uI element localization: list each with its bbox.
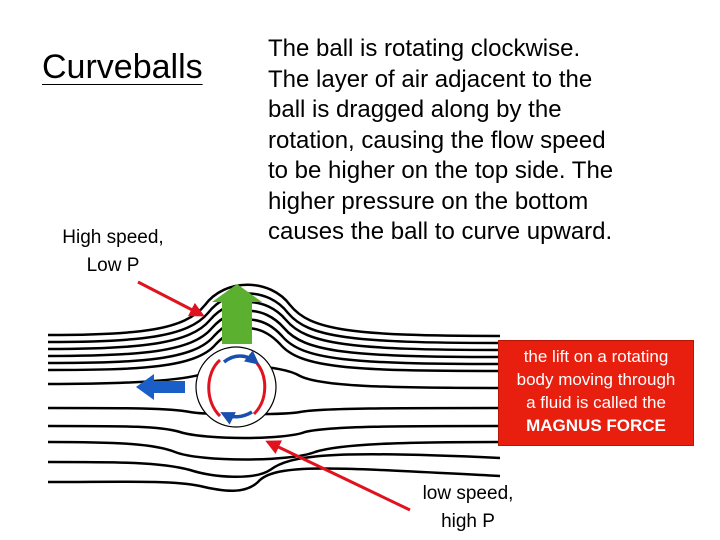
motion-direction-arrow-icon	[136, 374, 185, 400]
high-speed-label: High speed, Low P	[38, 224, 188, 280]
low-speed-label-line: high P	[441, 511, 495, 532]
low-speed-label: low speed, high P	[398, 480, 538, 536]
streamline	[47, 406, 501, 416]
spin-arrow-icon	[222, 350, 260, 365]
pointer-arrow-icon	[265, 440, 411, 512]
low-speed-label-line: low speed,	[422, 483, 514, 504]
explanation-line: ball is dragged along by the	[268, 96, 562, 123]
explanation-line: causes the ball to curve upward.	[268, 218, 613, 245]
high-speed-label-line: Low P	[86, 255, 140, 276]
streamline	[47, 467, 501, 492]
explanation-line: The ball is rotating clockwise.	[268, 35, 581, 62]
magnus-line: body moving through	[516, 370, 676, 389]
ball-seam	[207, 358, 222, 418]
explanation-text: The ball is rotating clockwise. The laye…	[268, 34, 708, 248]
magnus-line: the lift on a rotating	[523, 347, 669, 366]
explanation-line: to be higher on the top side. The	[268, 157, 614, 184]
explanation-line: rotation, causing the flow speed	[268, 126, 606, 154]
magnus-force-callout: the lift on a rotating body moving throu…	[498, 340, 694, 446]
spin-arrow-icon	[220, 410, 253, 425]
explanation-line: higher pressure on the bottom	[268, 187, 589, 215]
magnus-line: a fluid is called the	[526, 393, 666, 412]
streamline	[47, 452, 501, 478]
streamline	[47, 424, 501, 440]
streamline	[47, 309, 501, 359]
streamline	[47, 300, 501, 352]
ball	[195, 346, 277, 428]
streamline	[47, 292, 501, 345]
pointer-arrow-icon	[137, 280, 205, 317]
ball-seam	[252, 361, 267, 416]
magnus-force-term: MAGNUS FORCE	[526, 416, 666, 435]
streamline	[47, 327, 501, 373]
streamline	[47, 283, 501, 338]
slide-title: Curveballs	[42, 48, 203, 86]
high-speed-label-line: High speed,	[62, 227, 164, 248]
lift-arrow-icon	[212, 284, 262, 344]
explanation-line: The layer of air adjacent to the	[268, 65, 593, 93]
streamline	[47, 318, 501, 366]
streamline	[47, 440, 501, 461]
